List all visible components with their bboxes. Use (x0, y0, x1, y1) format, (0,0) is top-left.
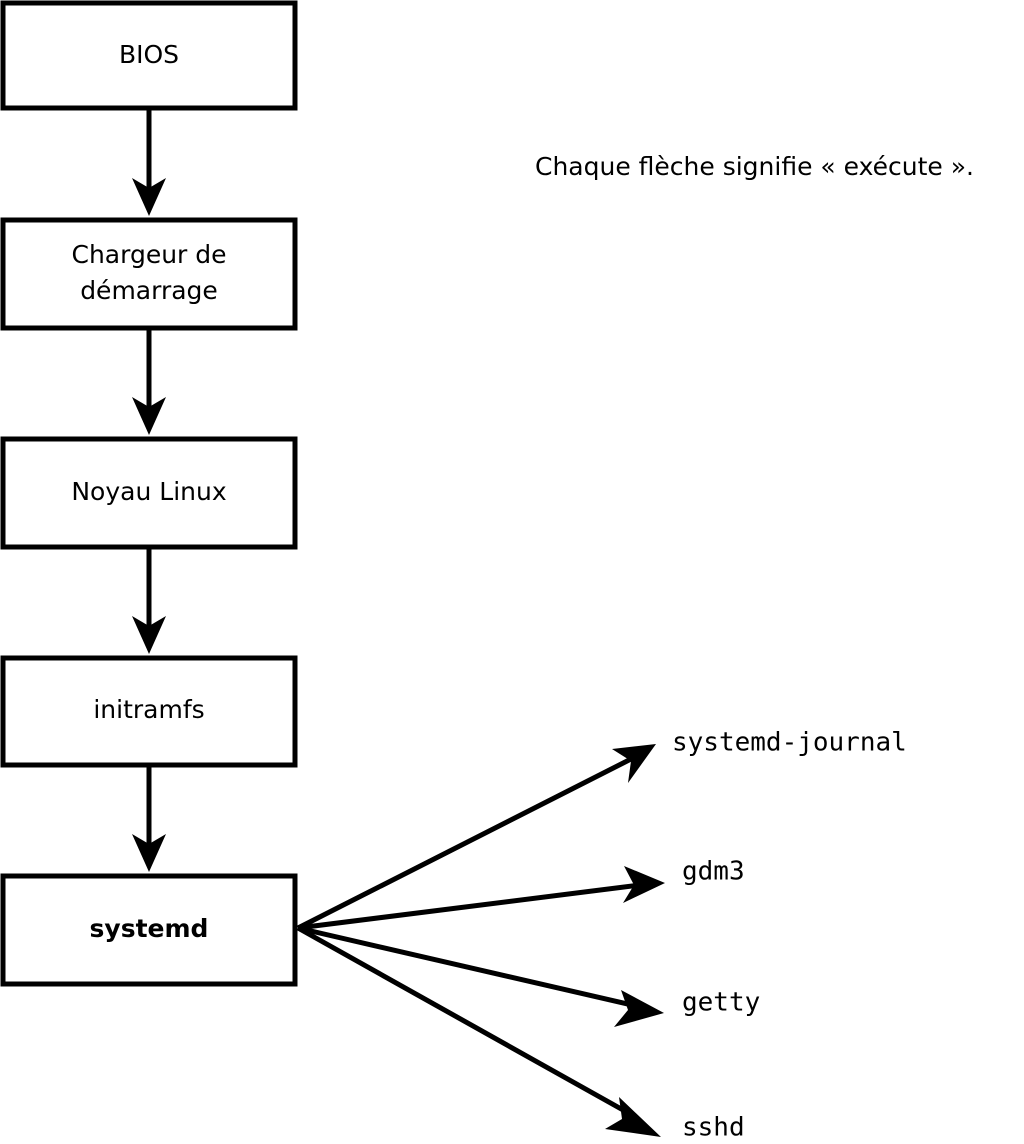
arrow-systemd-to-getty (297, 925, 664, 1027)
node-bootloader-label-line2: démarrage (80, 276, 218, 305)
arrow-systemd-to-gdm3 (297, 866, 665, 931)
node-systemd-label: systemd (90, 914, 209, 943)
arrow-systemd-to-systemd-journal (296, 744, 656, 931)
node-initramfs[interactable]: initramfs (0, 655, 298, 768)
node-systemd[interactable]: systemd (0, 873, 298, 987)
node-bootloader-rect (0, 217, 298, 331)
service-label-systemd-journal: systemd-journal (672, 728, 907, 758)
node-bios-label: BIOS (119, 40, 179, 69)
service-label-gdm3: gdm3 (682, 857, 745, 887)
arrow-systemd-to-sshd (296, 925, 661, 1137)
arrow-head-icon (132, 834, 166, 872)
arrow-shaft (296, 925, 634, 1118)
arrow-bios-to-bootloader (132, 108, 166, 216)
diagram-caption: Chaque flèche signifie « exécute ». (535, 152, 974, 181)
node-bios-rect (0, 0, 298, 111)
node-kernel[interactable]: Noyau Linux (0, 436, 298, 550)
node-bios[interactable]: BIOS (0, 0, 298, 111)
arrow-head-icon (612, 744, 656, 783)
arrow-head-icon (132, 397, 166, 435)
node-initramfs-rect (0, 655, 298, 768)
node-initramfs-label: initramfs (93, 695, 204, 724)
arrow-head-icon (132, 178, 166, 216)
service-label-sshd: sshd (682, 1113, 745, 1143)
arrow-head-icon (132, 616, 166, 654)
node-bootloader-label-line1: Chargeur de (71, 240, 226, 269)
node-kernel-label: Noyau Linux (71, 477, 226, 506)
arrow-initramfs-to-systemd (132, 765, 166, 872)
arrow-shaft (297, 882, 641, 931)
node-systemd-rect (0, 873, 298, 987)
arrow-bootloader-to-kernel (132, 328, 166, 435)
arrow-kernel-to-initramfs (132, 547, 166, 654)
arrow-head-icon (605, 1097, 661, 1137)
arrow-shaft (297, 925, 637, 1009)
arrow-head-icon (623, 866, 665, 903)
node-bootloader[interactable]: Chargeur de démarrage (0, 217, 298, 331)
service-label-getty: getty (682, 988, 760, 1018)
arrow-head-icon (614, 990, 664, 1027)
arrow-shaft (296, 754, 637, 931)
